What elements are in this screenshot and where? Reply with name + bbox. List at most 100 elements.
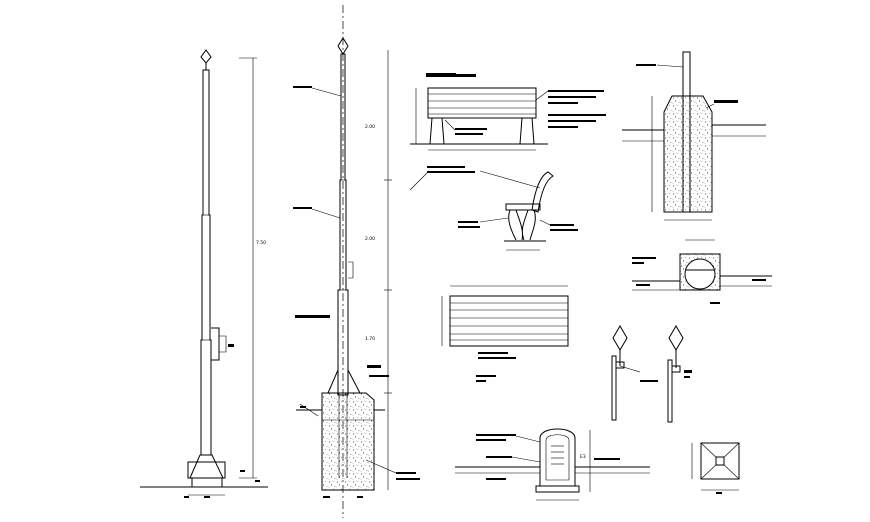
callout-text-block [714, 100, 738, 103]
callout-text-block [458, 226, 480, 228]
post-in-footing [682, 95, 691, 213]
leader-line [311, 87, 342, 97]
bin-inner-body [545, 434, 570, 481]
lamp-body [667, 359, 673, 423]
leader-line [479, 170, 541, 189]
bench-side-backrest [531, 171, 554, 213]
leader-line [444, 119, 456, 131]
bench-side-leg [515, 209, 529, 241]
leader-line [479, 217, 509, 223]
plan-post [715, 456, 725, 466]
callout-text-block [293, 86, 312, 88]
callout-text-block [396, 478, 420, 480]
callout-text-block [684, 376, 690, 378]
callout-text-block [636, 284, 650, 286]
callout-text-block [636, 64, 656, 66]
leader-line [365, 459, 397, 474]
callout-text-block [548, 96, 596, 98]
footing-fill [322, 393, 374, 490]
callout-text-block [486, 478, 506, 480]
lamp-mount [615, 361, 625, 369]
callout-text-block [476, 434, 516, 436]
callout-text-block [476, 375, 496, 377]
dimension-text-block [255, 480, 260, 482]
bin-base [535, 485, 580, 493]
pole-segment-1-dim: 2.00 [365, 124, 375, 130]
pole-base-taper [327, 369, 361, 394]
leader-line [311, 208, 341, 219]
callout-text-block [455, 133, 483, 135]
pole-total-height-dim: 7.50 [256, 240, 266, 246]
pole-elevation-left: 7.50 [140, 49, 268, 498]
callout-text-block [367, 365, 381, 368]
callout-text-block [295, 315, 330, 318]
litter-bin-elevation: E3 [455, 428, 650, 501]
pole-base-footing [191, 477, 223, 488]
access-door-bracket [219, 335, 227, 353]
callout-text-block [458, 221, 478, 223]
title-block [426, 73, 456, 77]
callout-text-block [550, 224, 574, 226]
leader-line [409, 171, 429, 191]
bench-code-label: E3 [580, 454, 586, 460]
title-block [456, 74, 476, 77]
callout-text-block [640, 380, 658, 382]
leader-line [535, 90, 549, 101]
callout-text-block [548, 102, 578, 104]
callout-text-block [478, 352, 508, 354]
bench-side-seat [505, 203, 541, 211]
callout-text-block [548, 126, 578, 128]
lamp-finial [668, 325, 684, 351]
pole-finial [200, 49, 212, 64]
pole-section-centre: 2.00 2.00 1.70 [293, 5, 420, 518]
lamp-body [611, 355, 617, 421]
bench-side-elevation [409, 166, 578, 251]
dimension-text-block [184, 496, 189, 498]
callout-text-block [632, 257, 656, 259]
bench-plan-outline [449, 295, 569, 347]
bench-leg [519, 117, 535, 145]
footing-section-detail [622, 51, 766, 221]
side-bracket [348, 261, 354, 279]
leader-line [656, 64, 684, 68]
callout-text-block [548, 114, 606, 116]
pole-segment-2-dim: 2.00 [365, 236, 375, 242]
callout-text-block [684, 370, 692, 373]
dimension-text-block [204, 496, 210, 498]
wall-lamp-details [611, 325, 692, 423]
callout-text-block [476, 439, 506, 441]
footing-plan-view [691, 442, 740, 494]
bench-backrest-frame [427, 87, 537, 119]
sump-pipe [684, 258, 716, 290]
dimension-text-block [240, 470, 245, 472]
sump-detail [632, 239, 772, 304]
callout-block [228, 344, 234, 347]
lamp-arm [619, 365, 641, 373]
pole-base-plate [189, 454, 224, 479]
pole-segment-3-dim: 1.70 [365, 336, 375, 342]
callout-text-block [632, 262, 644, 264]
bench-leg [429, 117, 445, 145]
callout-text-block [455, 128, 487, 130]
access-door-bracket [211, 327, 220, 361]
leader-line [539, 219, 551, 226]
leader-line [705, 103, 715, 109]
lamp-finial [612, 325, 628, 351]
bench-plan-view [441, 285, 569, 382]
callout-text-block [427, 166, 465, 168]
plan-outline [700, 442, 740, 480]
dimension-text-block [716, 492, 722, 494]
callout-text-block [548, 90, 604, 92]
callout-text-block [550, 229, 578, 231]
callout-text-block [486, 456, 512, 458]
callout-text-block [357, 496, 363, 498]
leader-line [515, 435, 541, 443]
lamp-mount [671, 365, 681, 373]
callout-text-block [300, 406, 306, 408]
callout-text-block [478, 357, 516, 359]
bench-side-leg [508, 209, 536, 241]
leader-line [511, 456, 541, 463]
callout-text-block [293, 207, 312, 209]
callout-text-block [710, 302, 720, 304]
